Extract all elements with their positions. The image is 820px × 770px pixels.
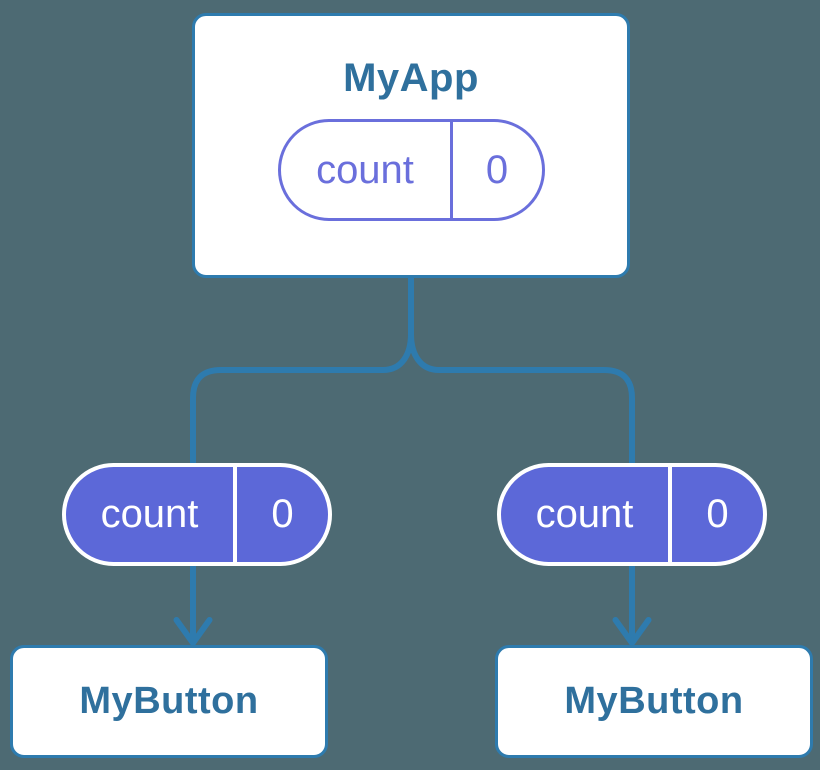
prop-pill-left: count 0	[62, 463, 332, 566]
prop-value-label: 0	[271, 492, 294, 536]
node-mybutton-left: MyButton	[10, 645, 328, 758]
arrowhead-right-icon	[612, 617, 652, 646]
state-name-label: count	[281, 122, 453, 218]
prop-name-label: count	[501, 467, 672, 562]
node-myapp: MyApp count 0	[192, 13, 630, 278]
myapp-state-pill: count 0	[277, 119, 545, 221]
prop-name-label: count	[66, 467, 237, 562]
state-value-label: 0	[485, 147, 509, 192]
node-mybutton-right: MyButton	[495, 645, 813, 758]
connector-branch-left	[190, 278, 414, 638]
prop-value-label: 0	[706, 492, 729, 536]
prop-pill-right: count 0	[497, 463, 767, 566]
node-mybutton-title: MyButton	[79, 679, 259, 722]
arrowhead-left-icon	[173, 617, 213, 646]
node-mybutton-title: MyButton	[564, 679, 744, 722]
connector-branch-right	[408, 278, 635, 638]
node-myapp-title: MyApp	[343, 56, 479, 100]
